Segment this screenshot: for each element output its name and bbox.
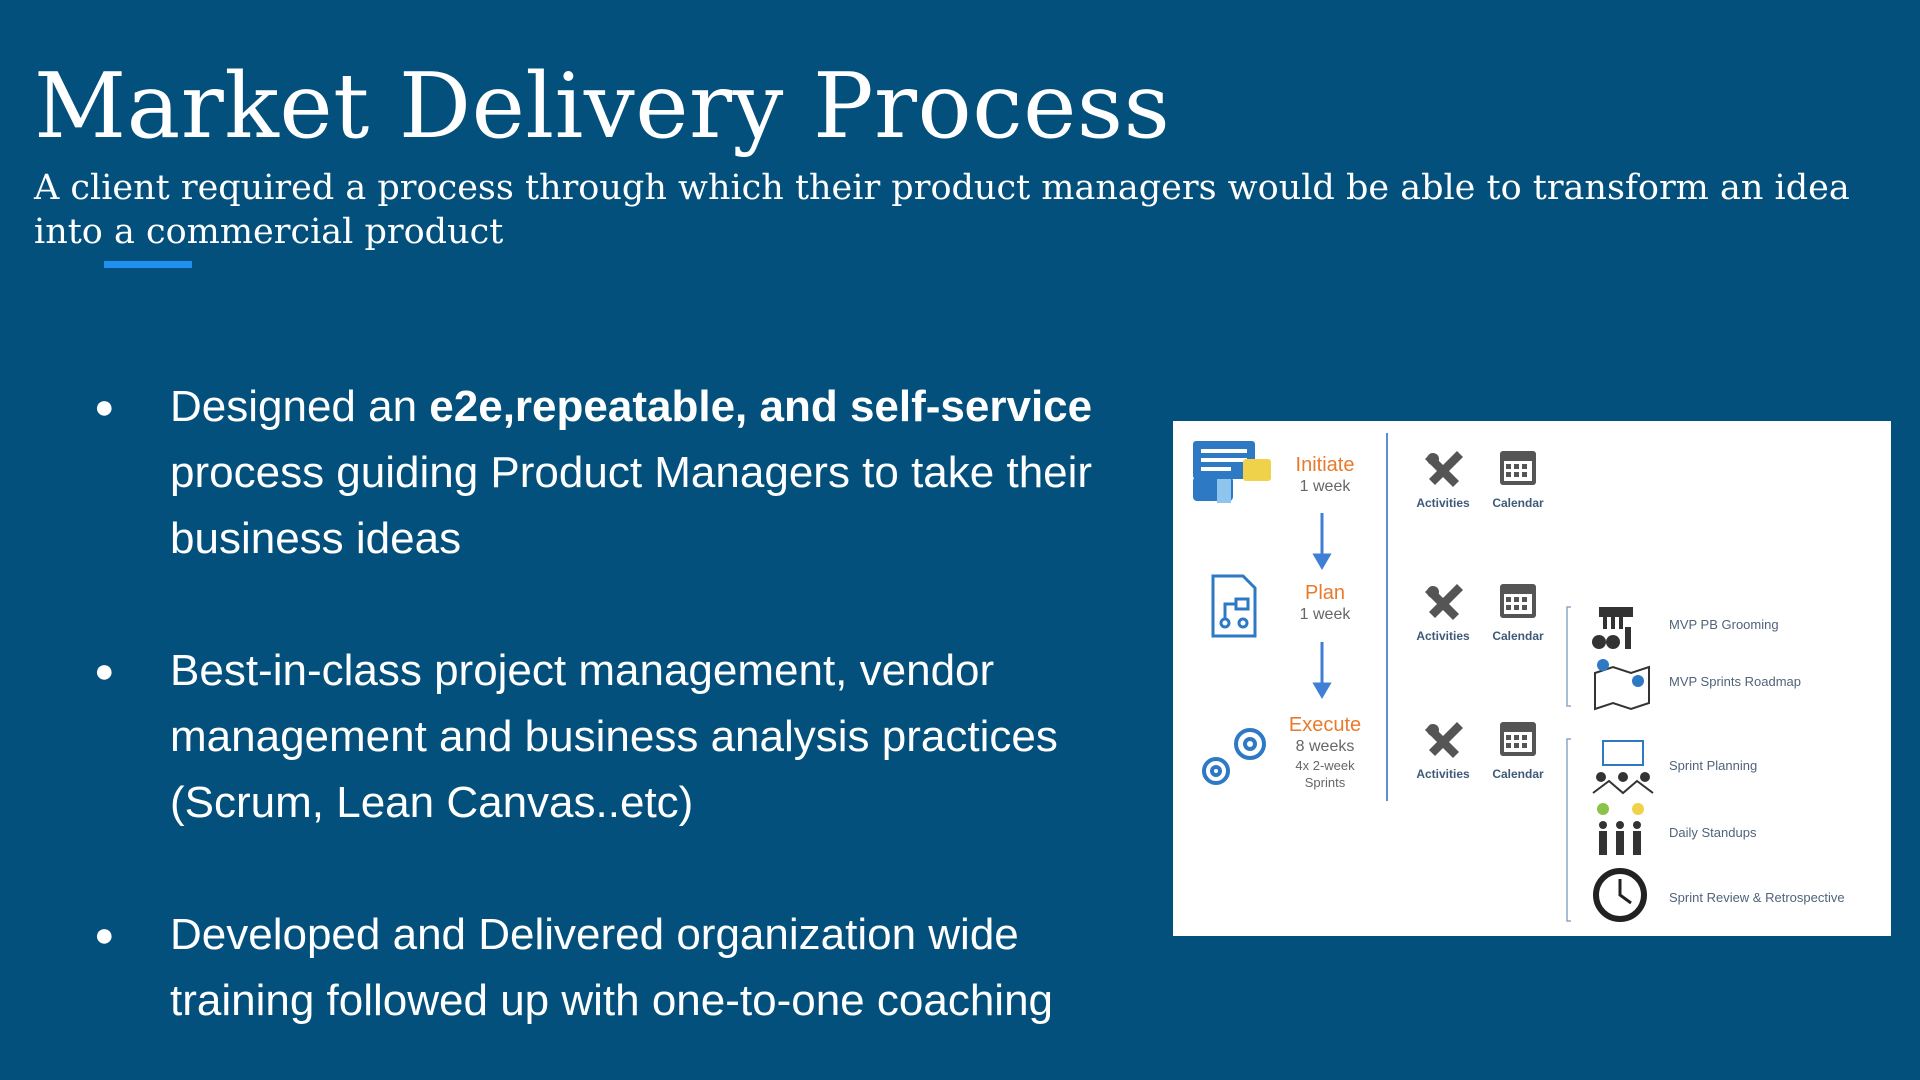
bullet-item: ● Developed and Delivered organization w…	[94, 902, 1154, 1034]
detail-brackets	[1566, 606, 1571, 922]
row2-icons	[1425, 584, 1536, 620]
ceremony-label: Sprint Planning	[1669, 758, 1758, 773]
roadmap-icon	[1594, 659, 1650, 711]
phase-initiate: Initiate 1 week	[1285, 453, 1365, 497]
bullet-text: Designed an	[170, 382, 430, 431]
ceremony-label: Sprint Review & Retrospective	[1669, 890, 1845, 905]
bullet-dot: ●	[94, 652, 115, 690]
bullet-dot: ●	[94, 916, 115, 954]
calendar-label: Calendar	[1492, 629, 1544, 643]
phase-execute: Execute 8 weeks 4x 2-week Sprints	[1277, 713, 1373, 791]
phase-duration: 1 week	[1299, 478, 1351, 495]
bullet-text: Developed and Delivered organization wid…	[170, 910, 1054, 1025]
sprint-planning-icon	[1592, 740, 1654, 795]
activities-calendar-icons	[1425, 451, 1536, 758]
phase-duration: 8 weeks	[1295, 738, 1355, 755]
calendar-label: Calendar	[1492, 496, 1544, 510]
bullet-list: ● Designed an e2e,repeatable, and self-s…	[94, 374, 1154, 1034]
activities-label: Activities	[1416, 496, 1470, 510]
phase-arrows	[1312, 513, 1332, 699]
grooming-icon	[1592, 607, 1633, 649]
phase-name: Execute	[1288, 714, 1362, 736]
plan-icon	[1211, 574, 1257, 638]
slide-title: Market Delivery Process	[34, 54, 1171, 159]
bullet-item: ● Designed an e2e,repeatable, and self-s…	[94, 374, 1154, 572]
activities-label: Activities	[1416, 629, 1470, 643]
initiate-icon	[1193, 441, 1271, 503]
ceremony-label: MVP Sprints Roadmap	[1669, 674, 1801, 689]
bullet-dot: ●	[94, 388, 115, 426]
process-diagram-image: Initiate 1 week Plan 1 week Execute 8 we…	[1173, 421, 1891, 936]
phase-subtext: 4x 2-week Sprints	[1295, 758, 1355, 790]
bullet-text-tail: process guiding Product Managers to take…	[170, 448, 1093, 563]
activities-label: Activities	[1416, 767, 1470, 781]
bullet-text: Best-in-class project management, vendor…	[170, 646, 1058, 827]
calendar-label: Calendar	[1492, 767, 1544, 781]
bullet-bold-text: e2e,repeatable, and self-service	[429, 382, 1093, 431]
row1-icons	[1425, 451, 1536, 487]
detail-icons	[1592, 607, 1654, 922]
daily-standups-icon	[1597, 803, 1644, 855]
phase-duration: 1 week	[1299, 606, 1351, 623]
phase-plan: Plan 1 week	[1285, 581, 1365, 625]
bullet-item: ● Best-in-class project management, vend…	[94, 638, 1154, 836]
phase-name: Initiate	[1295, 454, 1355, 476]
sprint-review-icon	[1593, 868, 1647, 922]
row3-icons	[1425, 722, 1536, 758]
ceremony-label: MVP PB Grooming	[1669, 617, 1779, 632]
execute-icon	[1202, 728, 1266, 785]
process-diagram-graphics	[1193, 433, 1654, 922]
slide-subtitle: A client required a process through whic…	[34, 168, 1850, 252]
ceremony-label: Daily Standups	[1669, 825, 1757, 840]
accent-underline	[104, 261, 192, 268]
phase-name: Plan	[1304, 582, 1346, 604]
